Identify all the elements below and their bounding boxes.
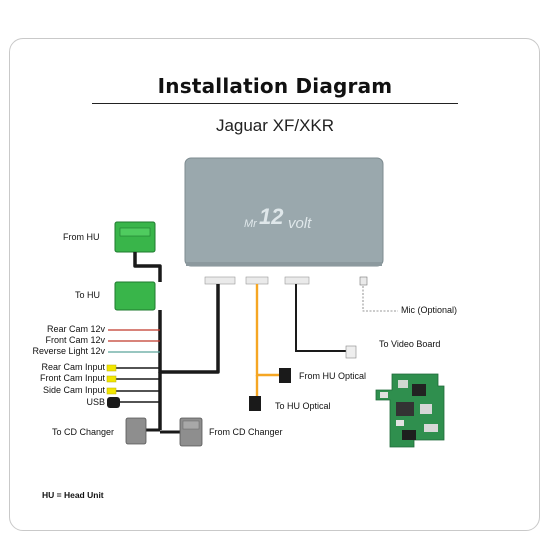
label-rear-cam-12v: Rear Cam 12v [46, 324, 105, 334]
logo-prefix: Mr [244, 218, 257, 230]
port-label-most: MOST [249, 267, 266, 273]
label-to-hu: To HU [75, 290, 101, 300]
module-logo: Mr 12 volt [244, 204, 322, 234]
diagram-card [9, 38, 540, 531]
port-label-mic: MIC [359, 267, 370, 273]
diagram-title: Installation Diagram [157, 74, 393, 98]
logo-suffix: volt [288, 215, 312, 232]
power-port-connector [204, 276, 236, 285]
footnote-hu-definition: HU = Head Unit [42, 490, 104, 500]
label-from-hu-optical: From HU Optical [299, 371, 367, 381]
side-cam-rca-plug [106, 387, 117, 395]
lvds-port-connector [284, 276, 310, 285]
most-port-connector [245, 276, 269, 285]
from-hu-connector [114, 221, 156, 253]
label-front-cam-12v: Front Cam 12v [45, 335, 105, 345]
to-hu-connector [114, 281, 156, 311]
from-hu-optical-plug [279, 368, 291, 383]
rear-cam-rca-plug [106, 364, 117, 372]
port-label-power: POWER [206, 267, 228, 273]
optical-fiber [255, 284, 280, 396]
label-from-cd-changer: From CD Changer [209, 427, 283, 437]
to-cd-changer-connector [125, 417, 147, 445]
mic-leader-line [362, 286, 398, 312]
video-board [375, 373, 445, 448]
lvds-cable [295, 284, 346, 352]
label-rear-cam-input: Rear Cam Input [41, 362, 105, 372]
logo-number: 12 [259, 204, 284, 229]
label-side-cam-input: Side Cam Input [42, 385, 105, 395]
label-to-cd-changer: To CD Changer [52, 427, 115, 437]
label-from-hu: From HU [63, 232, 100, 242]
port-label-lvds-out: LVDS_OUT [284, 267, 314, 273]
label-to-video-board: To Video Board [379, 339, 441, 349]
label-to-hu-optical: To HU Optical [275, 401, 331, 411]
usb-plug [107, 397, 120, 408]
label-usb: USB [86, 397, 105, 407]
front-cam-rca-plug [106, 375, 117, 383]
vehicle-model: Jaguar XF/XKR [215, 116, 335, 135]
title-underline [92, 103, 458, 104]
label-reverse-light-12v: Reverse Light 12v [32, 346, 105, 356]
module-port-strip [186, 262, 382, 266]
label-front-cam-input: Front Cam Input [39, 373, 105, 383]
lvds-plug [345, 345, 357, 359]
label-mic-optional: Mic (Optional) [401, 305, 458, 315]
to-hu-optical-plug [249, 396, 261, 411]
mic-port-connector [359, 276, 368, 286]
